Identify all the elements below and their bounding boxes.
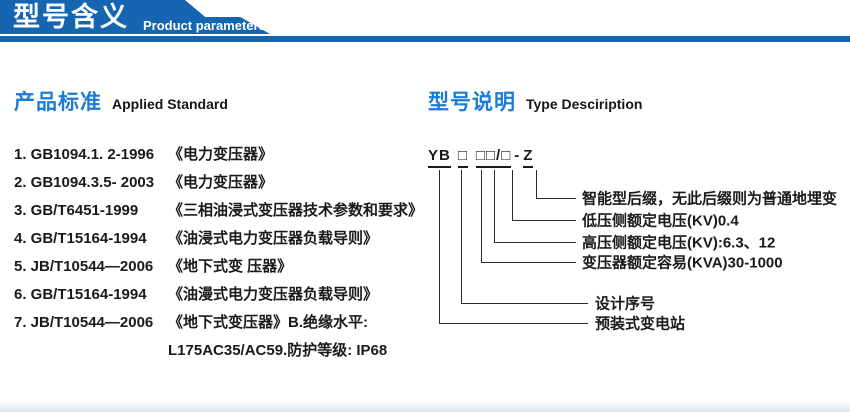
connector-line-lv-h [512, 220, 576, 221]
standard-item: 1. GB1094.1. 2-1996 《电力变压器》 [14, 141, 434, 169]
applied-standard-heading-cn: 产品标准 [14, 91, 102, 114]
header-underline-bar [0, 36, 850, 42]
connector-line-smart-suffix-h [536, 198, 576, 199]
branch-label-smart-suffix: 智能型后缀，无此后缀则为普通地埋变 [582, 190, 838, 208]
connector-line-yb [439, 170, 440, 323]
standard-name: 《油漫式电力变压器负载导则》 [168, 286, 379, 303]
branch-label-rated-capacity: 变压器额定容易(KVA)30-1000 [582, 254, 783, 272]
connector-line-capacity-h [481, 262, 576, 263]
connector-line-yb-h [439, 323, 588, 324]
standard-item: 2. GB1094.3.5- 2003 《电力变压器》 [14, 169, 434, 197]
connector-line-hv-h [494, 242, 576, 243]
applied-standard-heading: 产品标准 Applied Standard [14, 86, 228, 116]
standard-code: 1. GB1094.1. 2-1996 [14, 146, 155, 163]
branch-label-hv-voltage: 高压侧额定电压(KV):6.3、12 [582, 234, 776, 252]
standard-item: 3. GB/T6451-1999 《三相油浸式变压器技术参数和要求》 [14, 197, 434, 225]
standard-code: 6. GB/T15164-1994 [14, 286, 147, 303]
type-description-heading-en: Type Desciription [526, 96, 643, 112]
type-description-heading-cn: 型号说明 [428, 91, 516, 114]
connector-line-lv [512, 170, 513, 220]
model-code-capacity-voltage: □□/□ [475, 146, 512, 168]
applied-standard-heading-en: Applied Standard [112, 96, 228, 112]
branch-label-lv-voltage: 低压侧额定电压(KV)0.4 [582, 212, 739, 230]
model-code-dash: - [514, 147, 521, 164]
model-code-box-design: □ [457, 146, 468, 168]
connector-line-smart-suffix [536, 170, 537, 198]
model-code: YB □ □□/□-Z [428, 146, 534, 168]
connector-line-design-no [461, 170, 462, 303]
connector-line-hv [494, 170, 495, 242]
standard-item: 6. GB/T15164-1994 《油漫式电力变压器负载导则》 [14, 281, 434, 309]
model-code-diagram: YB □ □□/□-Z 智能型后缀，无此后缀则为普通地埋变 低压侧额定电压(KV)0… [428, 146, 848, 346]
standard-item: 5. JB/T10544—2006 《地下式变 压器》 [14, 253, 434, 281]
standard-code: 2. GB1094.3.5- 2003 [14, 174, 155, 191]
connector-line-capacity [481, 170, 482, 262]
standard-name: 《油浸式电力变压器负载导则》 [168, 230, 379, 247]
page-title: 型号含义 [13, 2, 129, 32]
standard-code: 5. JB/T10544—2006 [14, 258, 154, 275]
standard-name: 《电力变压器》 [168, 146, 274, 163]
standard-name: 《地下式变 压器》 [168, 258, 293, 275]
standard-code: 4. GB/T15164-1994 [14, 230, 147, 247]
connector-line-design-no-h [461, 303, 588, 304]
standard-name: L175AC35/AC59.防护等级: IP68 [168, 342, 388, 359]
standard-name: 《三相油浸式变压器技术参数和要求》 [168, 202, 424, 219]
standard-code: 3. GB/T6451-1999 [14, 202, 139, 219]
model-code-suffix: Z [523, 146, 534, 168]
model-code-prefix: YB [428, 146, 451, 168]
page-subtitle: Product parameters [143, 18, 266, 33]
bottom-gradient [0, 400, 850, 412]
standard-item-continuation: L175AC35/AC59.防护等级: IP68 [14, 337, 434, 365]
branch-label-design-number: 设计序号 [595, 295, 656, 313]
standard-item: 4. GB/T15164-1994 《油浸式电力变压器负载导则》 [14, 225, 434, 253]
standards-list: 1. GB1094.1. 2-1996 《电力变压器》 2. GB1094.3.5… [14, 141, 434, 365]
standard-name: 《电力变压器》 [168, 174, 274, 191]
standard-name: 《地下式变压器》B.绝缘水平: [168, 314, 368, 331]
branch-label-prefab-substation: 预装式变电站 [595, 315, 686, 333]
standard-item: 7. JB/T10544—2006 《地下式变压器》B.绝缘水平: [14, 309, 434, 337]
type-description-heading: 型号说明 Type Desciription [428, 86, 642, 116]
standard-code [14, 337, 168, 365]
standard-code: 7. JB/T10544—2006 [14, 314, 154, 331]
